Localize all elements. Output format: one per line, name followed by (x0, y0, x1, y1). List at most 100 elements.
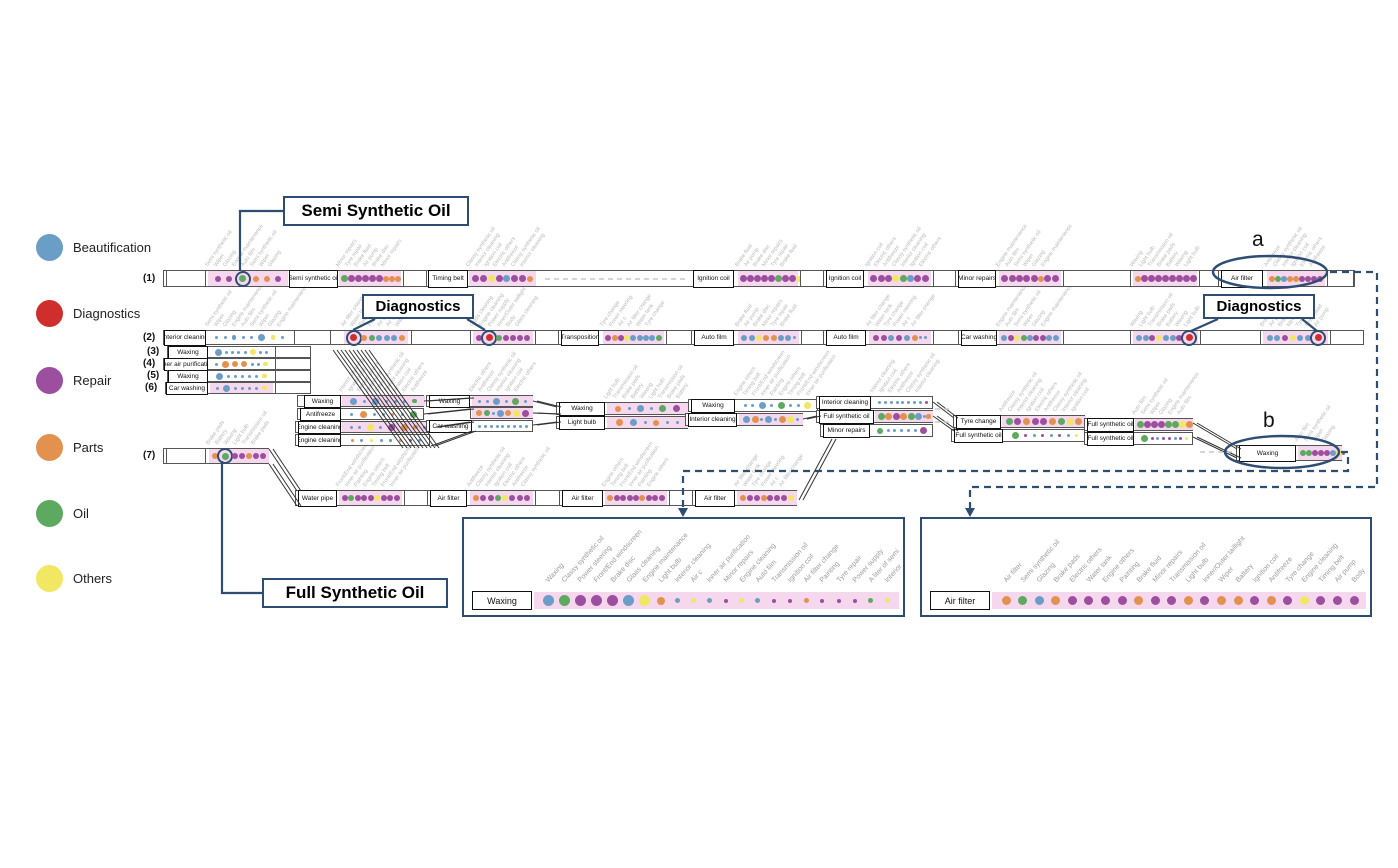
event-dot (773, 418, 777, 421)
empty-segment (669, 490, 693, 506)
event-dot (1135, 334, 1142, 341)
panel-event-dot (623, 595, 635, 606)
segment-label: Full synthetic oil (1087, 417, 1134, 432)
flow-connector-line (423, 408, 471, 415)
event-dot (223, 336, 227, 339)
event-dot (796, 418, 800, 421)
event-dot (517, 334, 523, 341)
event-dot (880, 334, 887, 341)
event-dot (477, 424, 481, 428)
event-dot (241, 374, 245, 378)
event-dot (781, 495, 788, 501)
panel-event-dot (803, 598, 809, 603)
event-dot (607, 495, 614, 501)
event-dot-band (472, 408, 533, 418)
event-dot (360, 438, 364, 442)
event-dot (522, 409, 530, 417)
event-dot (215, 336, 219, 339)
event-dot (1155, 275, 1162, 282)
flow-connector-line (798, 438, 833, 501)
event-dot (487, 275, 495, 282)
event-dot (605, 334, 612, 341)
event-dot (763, 334, 770, 341)
event-dot (387, 495, 393, 501)
panel-event-dot (1150, 596, 1160, 605)
event-dot (785, 334, 792, 341)
event-dot (234, 374, 238, 378)
event-dot-band (1263, 329, 1328, 346)
event-dot-band (738, 271, 802, 286)
highlighted-event-ring (217, 448, 233, 464)
legend-item-repair: Repair (36, 367, 111, 394)
legend-color-dot (36, 500, 63, 527)
event-dot (906, 275, 914, 282)
event-dot (519, 275, 527, 282)
event-dot (889, 401, 893, 404)
event-dot (509, 495, 516, 501)
empty-segment (535, 330, 559, 345)
event-dot (496, 409, 504, 417)
highlighted-event-ring (481, 329, 497, 346)
event-dot (519, 424, 523, 428)
event-dot (223, 384, 231, 392)
event-dot (1183, 275, 1190, 282)
event-dot (504, 399, 508, 403)
event-dot (1001, 275, 1009, 282)
timeline-row: Inner air purification (163, 357, 311, 371)
event-dot (903, 334, 910, 341)
event-dot (892, 275, 900, 282)
event-dot (751, 404, 755, 407)
segment-label: Timing belt (428, 269, 468, 288)
segment-label: Engine cleaning (298, 420, 341, 434)
event-dot (1041, 434, 1045, 437)
event-dot (755, 334, 762, 341)
segment-label: Air filter (430, 489, 467, 507)
timeline-row: Waxing (556, 401, 688, 416)
flow-connector-line (532, 400, 558, 408)
legend-label: Others (73, 571, 113, 586)
event-dot (249, 349, 256, 355)
event-dot (620, 495, 627, 501)
segment-label: Semi synthetic oil (289, 269, 338, 288)
event-dot (1066, 434, 1070, 437)
panel-event-dot (706, 598, 712, 603)
event-dot-band (868, 271, 931, 286)
empty-segment (1330, 330, 1364, 345)
panel-event-dot (1216, 596, 1226, 605)
empty-segment (275, 370, 311, 382)
event-dot (672, 405, 680, 412)
event-dot (1314, 334, 1322, 341)
legend-color-dot (36, 367, 63, 394)
event-dot (1297, 334, 1304, 341)
event-dot (900, 429, 903, 432)
timeline-row: Full synthetic oil (951, 428, 1085, 443)
event-dot (258, 350, 262, 354)
event-dot (789, 275, 796, 282)
event-dot (512, 397, 520, 405)
legend-item-others: Others (36, 565, 112, 592)
legend-label: Beautification (73, 240, 152, 255)
event-dot (893, 429, 897, 432)
event-dot (382, 412, 385, 416)
segment-label: Waxing (304, 394, 341, 408)
event-dot (348, 275, 355, 282)
panel-label: Air filter (930, 591, 990, 610)
event-dot (372, 397, 380, 405)
event-dot (899, 275, 907, 282)
event-dot (216, 372, 224, 380)
event-dot (1023, 275, 1031, 282)
timeline-row: Antifreeze (297, 407, 424, 421)
timeline-row: Waxing (688, 398, 818, 413)
event-dot-band (737, 491, 797, 505)
event-dot (480, 495, 487, 501)
event-dot (1005, 418, 1013, 425)
event-dot (751, 416, 759, 423)
event-dot (341, 275, 348, 282)
event-dot-band (344, 329, 408, 346)
event-dot (1162, 275, 1169, 282)
event-dot (1039, 334, 1046, 341)
segment-label: Air filter (562, 489, 603, 507)
